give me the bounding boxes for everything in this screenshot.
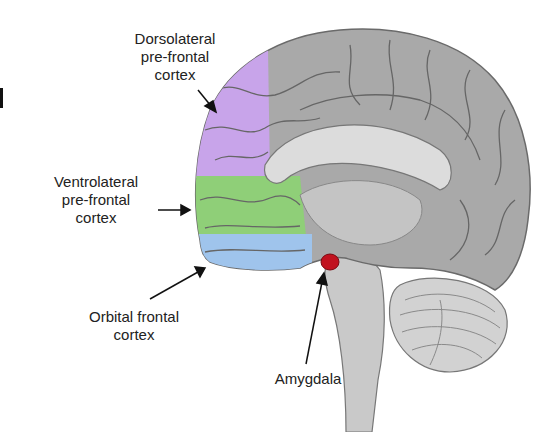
amygdala xyxy=(321,254,339,270)
orbital-region xyxy=(185,234,312,280)
structure-label: Amygdala xyxy=(248,370,368,388)
cerebellum xyxy=(389,278,507,372)
ventrolateral-region xyxy=(185,176,306,236)
thalamus xyxy=(300,181,422,245)
cerebellum-folia xyxy=(400,294,500,365)
edge-mark xyxy=(0,88,3,108)
region-label: Dorsolateral pre-frontal cortex xyxy=(120,30,230,84)
region-label: Ventrolateral pre-frontal cortex xyxy=(40,173,152,227)
brainstem xyxy=(325,253,384,432)
region-label: Orbital frontal cortex xyxy=(74,308,194,344)
dorsolateral-region xyxy=(185,50,270,178)
gyri xyxy=(200,40,515,260)
